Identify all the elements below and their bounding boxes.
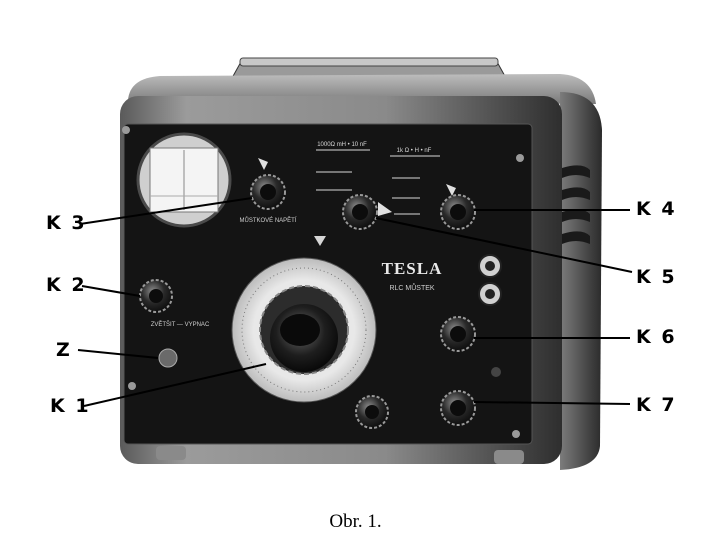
range-top-label: 1000Ω mH • 10 nF [317, 142, 367, 148]
callout-k3: K 3 [46, 212, 87, 234]
callout-z: Z [56, 339, 72, 361]
case-side-panel [560, 92, 602, 470]
range-markings [316, 149, 440, 215]
knob-k5[interactable] [342, 194, 392, 230]
jack-socket[interactable] [491, 367, 501, 377]
range-right-label: 1k Ω • H • nF [397, 148, 432, 154]
model-label: RLC MŮSTEK [389, 283, 434, 292]
figure-caption: Obr. 1. [329, 511, 382, 532]
carry-handle [231, 57, 507, 79]
callout-k4: K 4 [636, 198, 677, 220]
callout-k7: K 7 [636, 394, 677, 416]
dial-index-marker [314, 236, 326, 246]
callout-k2: K 2 [46, 274, 87, 296]
knob-k6[interactable] [440, 316, 476, 352]
knob-k4[interactable] [440, 184, 476, 230]
callout-k6: K 6 [636, 326, 677, 348]
knob-k3[interactable] [250, 158, 286, 210]
knob-k2[interactable] [139, 279, 173, 313]
k2-panel-label: ZVĚTŠIT — VYPNAC [151, 320, 210, 328]
terminal-posts[interactable] [478, 254, 502, 306]
callout-k1: K 1 [50, 395, 91, 417]
knob-lower-center[interactable] [355, 395, 389, 429]
callout-k5: K 5 [636, 266, 677, 288]
brand-logo: TESLA [382, 259, 443, 278]
indicator-lamp-z [158, 348, 178, 368]
panel-screws [122, 126, 524, 438]
knob-k7[interactable] [440, 390, 476, 426]
dial-k1[interactable] [231, 257, 377, 403]
case-feet [156, 446, 524, 464]
indicator-meter [136, 132, 232, 228]
callout-lines [77, 197, 633, 407]
k3-panel-label: MŮSTKOVÉ NAPĚTÍ [239, 216, 296, 224]
